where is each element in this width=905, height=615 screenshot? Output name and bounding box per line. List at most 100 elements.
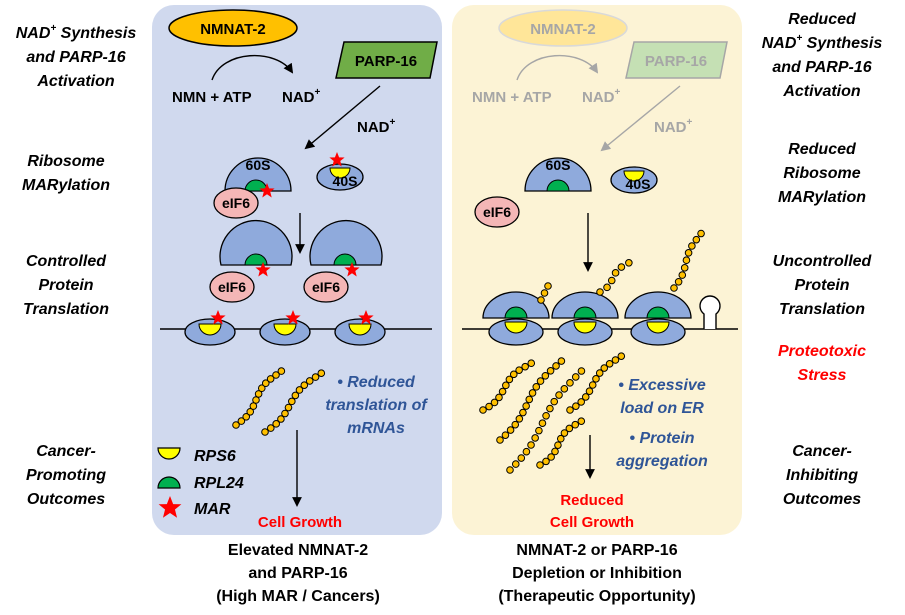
amino-acid-bead — [281, 409, 289, 418]
amino-acid-bead — [540, 289, 549, 297]
parp16-enzyme — [335, 41, 438, 79]
svg-text:Cell Growth: Cell Growth — [550, 514, 634, 531]
rpl24-domain — [573, 306, 597, 319]
amino-acid-bead — [490, 398, 499, 407]
amino-acid-bead — [527, 441, 535, 449]
amino-acid-bead — [554, 441, 562, 449]
amino-acid-bead — [566, 406, 574, 414]
svg-text:NMNAT-2 or PARP-16: NMNAT-2 or PARP-16 — [516, 542, 677, 559]
amino-acid-bead — [511, 420, 520, 429]
svg-text:60S: 60S — [246, 157, 271, 173]
svg-text:translation of: translation of — [325, 397, 428, 414]
amino-acid-bead — [678, 271, 687, 279]
amino-acid-bead — [532, 383, 541, 391]
svg-text:Reduced: Reduced — [788, 11, 857, 28]
synthesis-arrow — [211, 54, 294, 81]
svg-text:NMN + ATP: NMN + ATP — [472, 89, 552, 106]
amino-acid-bead — [544, 282, 552, 290]
amino-acid-bead — [246, 407, 255, 416]
amino-acid-bead — [496, 436, 504, 444]
amino-acid-bead — [603, 283, 611, 292]
amino-acid-bead — [571, 420, 580, 429]
svg-text:Uncontrolled: Uncontrolled — [773, 253, 873, 270]
amino-acid-bead — [571, 373, 580, 381]
amino-acid-bead — [252, 396, 260, 404]
rps6-domain — [504, 321, 528, 334]
svg-text:aggregation: aggregation — [616, 453, 708, 470]
amino-acid-bead — [607, 276, 616, 285]
svg-text:40S: 40S — [626, 176, 651, 192]
svg-text:NAD+: NAD+ — [654, 117, 693, 136]
amino-acid-bead — [317, 369, 326, 377]
amino-acid-bead — [272, 371, 280, 379]
amino-acid-bead — [521, 362, 529, 371]
amino-acid-bead — [537, 296, 545, 304]
svg-text:NAD+: NAD+ — [582, 87, 621, 106]
amino-acid-bead — [501, 431, 510, 439]
svg-text:MAR: MAR — [194, 501, 231, 518]
amino-acid-bead — [617, 352, 626, 360]
amino-acid-bead — [546, 404, 554, 413]
amino-acid-bead — [505, 375, 514, 384]
amino-acid-bead — [525, 395, 534, 404]
ribosome-60s — [482, 291, 550, 319]
amino-acid-bead — [565, 424, 574, 433]
amino-acid-bead — [535, 426, 543, 435]
amino-acid-bead — [542, 411, 550, 420]
parp-arrow — [304, 85, 381, 150]
eif6 — [303, 271, 349, 303]
ribosome-60s — [224, 157, 292, 192]
legend: RPS6 RPL24 MAR — [157, 447, 244, 518]
amino-acid-bead — [596, 288, 604, 296]
svg-text:Outcomes: Outcomes — [27, 491, 105, 508]
amino-acid-bead — [502, 381, 510, 390]
amino-acid-bead — [625, 259, 633, 267]
right-label-row3: Uncontrolled Protein Translation — [773, 253, 873, 318]
amino-acid-bead — [611, 356, 620, 364]
amino-acid-bead — [515, 366, 523, 374]
svg-text:• Protein: • Protein — [629, 430, 694, 447]
amino-acid-bead — [674, 277, 683, 286]
amino-acid-bead — [682, 256, 691, 265]
svg-text:Reduced: Reduced — [560, 492, 623, 509]
svg-text:Promoting: Promoting — [26, 467, 106, 484]
svg-text:and PARP-16: and PARP-16 — [248, 565, 347, 582]
amino-acid-bead — [300, 381, 309, 389]
right-label-stress: Proteotoxic Stress — [778, 343, 866, 384]
svg-text:Activation: Activation — [36, 73, 115, 90]
amino-acid-bead — [581, 393, 590, 401]
amino-acid-bead — [479, 406, 487, 414]
amino-acid-bead — [249, 402, 258, 410]
amino-acid-bead — [261, 379, 270, 388]
svg-text:Ribosome: Ribosome — [27, 153, 104, 170]
amino-acid-bead — [485, 402, 493, 411]
svg-text:• Excessive: • Excessive — [618, 377, 706, 394]
amino-acid-bead — [506, 466, 514, 474]
mrna-hairpin — [699, 295, 721, 329]
left-label-row1: NAD+ Synthesis and PARP-16 Activation — [16, 23, 137, 90]
amino-acid-bead — [527, 359, 536, 368]
amino-acid-bead — [585, 387, 594, 395]
svg-text:MARylation: MARylation — [778, 189, 866, 206]
left-label-row2: Ribosome MARylation — [22, 153, 110, 194]
amino-acid-bead — [577, 398, 586, 406]
amino-acid-bead — [552, 362, 560, 370]
svg-text:PARP-16: PARP-16 — [355, 53, 417, 70]
svg-text:Protein: Protein — [38, 277, 93, 294]
amino-acid-bead — [555, 391, 563, 399]
svg-text:Proteotoxic: Proteotoxic — [778, 343, 866, 360]
left-panel — [152, 5, 442, 535]
amino-acid-bead — [254, 390, 263, 398]
eif6 — [213, 187, 259, 219]
svg-text:Ribosome: Ribosome — [783, 165, 860, 182]
amino-acid-bead — [550, 397, 559, 406]
amino-acid-bead — [509, 370, 518, 379]
svg-text:Reduced: Reduced — [788, 141, 857, 158]
amino-acid-bead — [541, 371, 550, 380]
amino-acid-bead — [551, 447, 559, 456]
svg-text:mRNAs: mRNAs — [347, 420, 405, 437]
svg-text:MARylation: MARylation — [22, 177, 110, 194]
amino-acid-bead — [519, 408, 527, 417]
rps6-domain — [646, 321, 670, 334]
